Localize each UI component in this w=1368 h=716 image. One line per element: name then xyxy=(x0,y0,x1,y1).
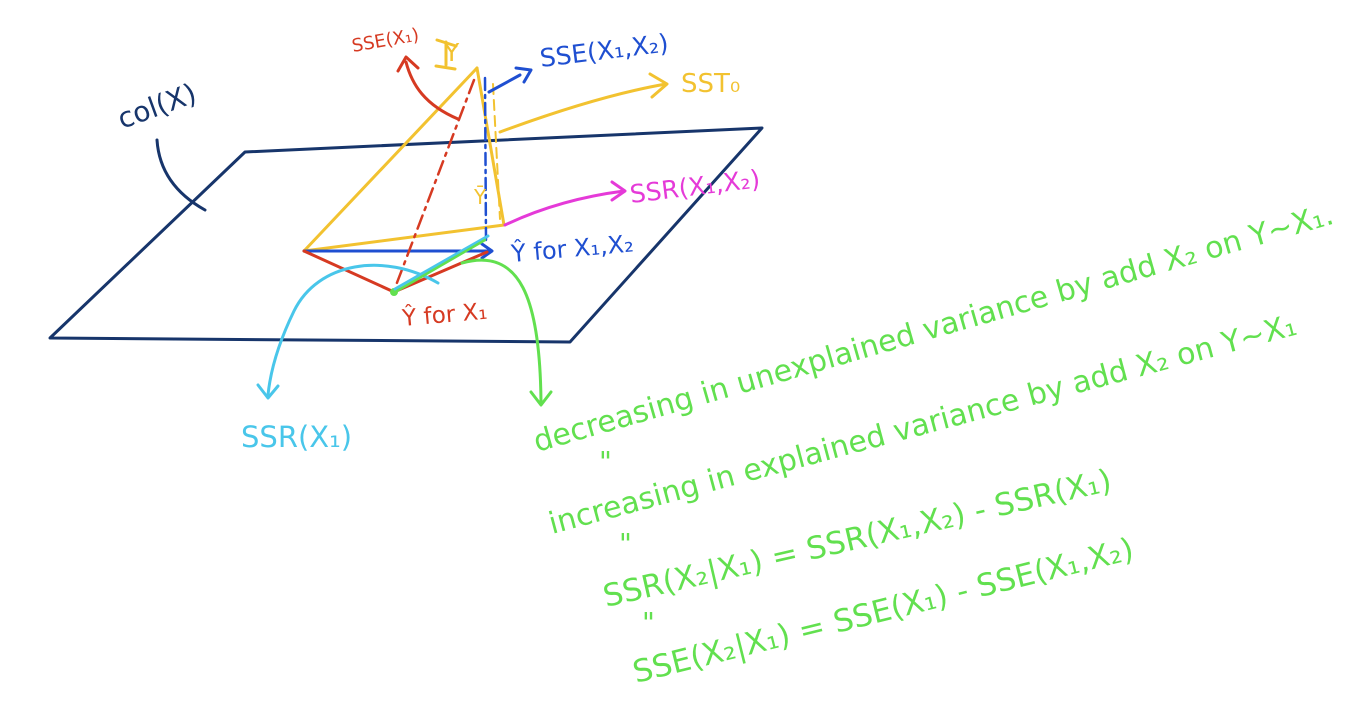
ybar-label: Ȳ xyxy=(473,185,487,209)
sse-x1-dash-diagonal xyxy=(393,78,476,290)
ssr-x1-label: SSR(X₁) xyxy=(241,420,352,454)
ssr-x1-arrowhead xyxy=(256,383,280,400)
ssr-x1-arc xyxy=(266,263,440,397)
sst-base-edge xyxy=(302,223,506,253)
equals-mark-2: " xyxy=(619,527,632,560)
plane-label: col(X) xyxy=(113,77,201,136)
sse-x1x2-pointer xyxy=(487,73,522,94)
green-fitted-line xyxy=(395,238,487,293)
sse-x1-base-right xyxy=(392,250,489,294)
green-relation-arc xyxy=(460,258,543,404)
sse-x1-label: SSE(X₁) xyxy=(350,24,420,56)
ssr-x1x2-arrowhead xyxy=(610,180,627,202)
ssr-x1x2-pointer xyxy=(503,189,626,227)
column-space-plane xyxy=(48,126,764,344)
sst-left-edge xyxy=(302,66,479,253)
sse-x1x2-arrowhead xyxy=(514,66,533,84)
sst-dashed-vertical xyxy=(492,83,501,220)
sse-x1x2-label: SSE(X₁,X₂) xyxy=(538,28,670,73)
green-relation-arrowhead xyxy=(529,390,553,407)
sse-x1-arrowhead xyxy=(396,55,420,73)
equals-mark-1: " xyxy=(599,445,612,478)
y-marker-mark xyxy=(434,38,458,71)
fitted-x1x2-arrowhead xyxy=(480,242,494,260)
sst-pointer xyxy=(498,82,668,134)
ssr-x1-base-line xyxy=(393,234,490,291)
yhat-x1x2-label: Ŷ for X₁,X₂ xyxy=(509,227,635,268)
y-label: Y xyxy=(443,38,460,67)
equals-mark-3: " xyxy=(642,606,655,639)
yhat-x1-label: Ŷ for X₁ xyxy=(400,297,488,332)
sse-x1-base-left xyxy=(302,249,396,294)
sst-arrowhead xyxy=(648,72,669,99)
sse-x1-pointer xyxy=(404,60,460,121)
sst-label: SST₀ xyxy=(681,69,740,99)
plane-label-pointer xyxy=(155,138,207,212)
sse-x1x2-dash-vertical xyxy=(483,76,488,242)
